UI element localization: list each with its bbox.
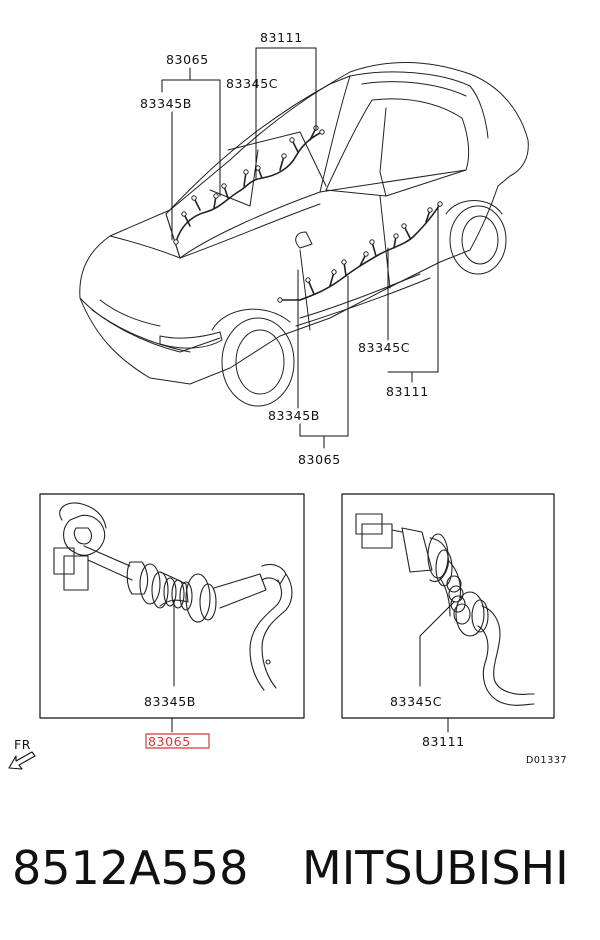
brand-name: MITSUBISHI [302, 841, 569, 895]
callout-83345C-right: 83345C [358, 340, 410, 355]
detail-left-part-label: 83345B [144, 694, 196, 709]
callout-83345C-top: 83345C [226, 76, 278, 91]
bottom-callout-leaders [297, 205, 439, 449]
detail-right-parent-label: 83111 [422, 734, 465, 749]
detail-left-parent-label: 83065 [148, 734, 191, 749]
car-outline [79, 62, 529, 407]
diagram-code: D01337 [526, 755, 567, 766]
front-arrow-icon [8, 751, 36, 770]
callout-83345B-mid: 83345B [268, 408, 320, 423]
connector-harness-right [355, 513, 535, 706]
callout-83111-top: 83111 [260, 30, 303, 45]
detail-box-right [341, 493, 555, 719]
top-callout-leaders [161, 47, 317, 241]
detail-right-part-label: 83345C [390, 694, 442, 709]
parts-diagram: 83111 83065 83345C 83345B 83345C 83111 8… [8, 30, 567, 770]
highlight-box [145, 733, 210, 749]
callout-83111-right: 83111 [386, 384, 429, 399]
wiring-harness [175, 127, 441, 301]
detail-leaders [171, 599, 455, 733]
grommet-harness-left [53, 502, 293, 691]
callout-83065-mid: 83065 [298, 452, 341, 467]
callout-83065-top: 83065 [166, 52, 209, 67]
part-number: 8512A558 [12, 841, 249, 895]
direction-label: FR [14, 737, 31, 752]
callout-83345B-top: 83345B [140, 96, 192, 111]
